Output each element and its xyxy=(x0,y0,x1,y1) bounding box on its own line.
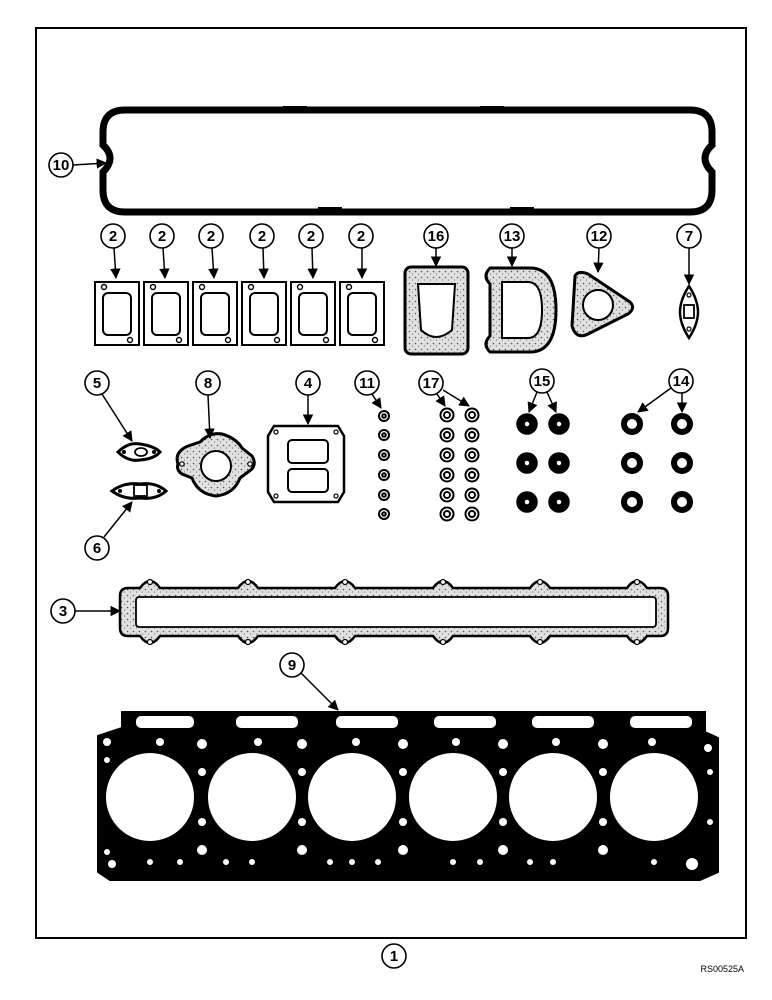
part-10-valve-cover-gasket xyxy=(99,106,716,216)
part-3-manifold-gasket xyxy=(118,578,670,646)
callout-14: 14 xyxy=(637,368,694,414)
part-2-gasket-d xyxy=(241,281,287,346)
callout-10-label: 10 xyxy=(53,157,70,174)
part-2-gasket-c xyxy=(192,281,238,346)
callout-9: 9 xyxy=(279,652,339,711)
callout-16: 16 xyxy=(423,223,449,268)
callout-10: 10 xyxy=(48,152,108,178)
callout-2f-label: 2 xyxy=(357,228,365,245)
callout-2b: 2 xyxy=(149,223,175,280)
part-12-triangle-gasket xyxy=(570,270,635,338)
part-8-flange-gasket xyxy=(175,432,256,498)
callout-2a-label: 2 xyxy=(109,228,117,245)
callout-16-label: 16 xyxy=(428,228,445,245)
part-7-small-gasket xyxy=(678,283,700,341)
callout-12: 12 xyxy=(586,223,612,274)
part-13-gasket xyxy=(484,266,558,354)
callout-3: 3 xyxy=(50,598,122,624)
part-17-seals xyxy=(439,407,480,522)
callout-12-label: 12 xyxy=(591,228,608,245)
part-9-head-gasket xyxy=(97,711,719,881)
part-2-gasket-e xyxy=(290,281,336,346)
callout-5-label: 5 xyxy=(93,375,101,392)
callout-5: 5 xyxy=(84,370,133,442)
part-2-port-gaskets xyxy=(94,281,385,346)
callout-14-label: 14 xyxy=(673,373,690,390)
callouts-2: 2 2 2 2 2 2 xyxy=(100,223,374,280)
part-4-gasket xyxy=(266,424,346,504)
callout-1-assembly: 1 xyxy=(381,943,407,969)
callout-13: 13 xyxy=(499,223,525,268)
callout-2b-label: 2 xyxy=(158,228,166,245)
part-15-stem-seals xyxy=(516,413,570,513)
part-5-gasket xyxy=(115,442,163,462)
callout-4-label: 4 xyxy=(304,375,313,392)
callout-2c-label: 2 xyxy=(207,228,215,245)
callout-2d-label: 2 xyxy=(258,228,266,245)
callout-2a: 2 xyxy=(100,223,126,280)
callout-2e: 2 xyxy=(298,223,324,280)
callout-3-label: 3 xyxy=(59,603,67,620)
callout-2e-label: 2 xyxy=(307,228,315,245)
part-14-o-rings xyxy=(621,413,693,513)
callout-11-label: 11 xyxy=(359,375,375,392)
callout-4: 4 xyxy=(295,370,321,426)
callout-7-label: 7 xyxy=(685,228,693,245)
callout-2d: 2 xyxy=(249,223,275,280)
part-2-gasket-f xyxy=(339,281,385,346)
part-2-gasket-b xyxy=(143,281,189,346)
callout-15-label: 15 xyxy=(534,373,551,390)
part-6-gasket xyxy=(109,482,169,500)
part-11-washers xyxy=(378,410,390,520)
callout-17-label: 17 xyxy=(423,375,440,392)
callout-2c: 2 xyxy=(198,223,224,280)
callout-9-label: 9 xyxy=(288,657,296,674)
callout-11: 11 xyxy=(354,370,382,409)
callout-2f: 2 xyxy=(348,223,374,280)
callout-13-label: 13 xyxy=(504,228,521,245)
callout-8: 8 xyxy=(195,370,221,440)
assembly-number-label: 1 xyxy=(390,948,398,965)
part-16-turbo-gasket xyxy=(403,265,470,356)
callout-17: 17 xyxy=(418,370,470,407)
callout-8-label: 8 xyxy=(204,375,212,392)
callout-6-label: 6 xyxy=(93,540,101,557)
callout-15: 15 xyxy=(527,368,557,413)
reference-code: RS00525A xyxy=(700,964,744,974)
callout-6: 6 xyxy=(84,501,133,561)
part-2-gasket-a xyxy=(94,281,140,346)
callout-7: 7 xyxy=(676,223,702,286)
